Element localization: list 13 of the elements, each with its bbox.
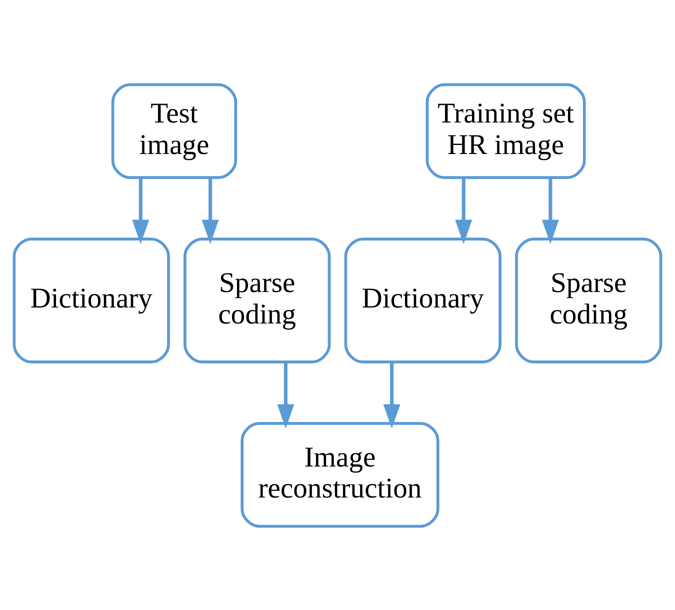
node-box: Dictionary <box>344 237 502 363</box>
arrow <box>277 361 294 428</box>
node-box: Dictionary <box>12 237 170 363</box>
node-box: Image reconstruction <box>240 421 440 528</box>
node-box: Sparse coding <box>184 237 331 363</box>
node-box: Sparse coding <box>515 237 662 363</box>
arrow <box>202 177 219 244</box>
node-box: Test image <box>111 82 238 179</box>
arrow <box>542 177 559 244</box>
arrow <box>455 177 472 244</box>
node-box: Training set HR image <box>426 82 586 179</box>
arrow <box>383 361 400 428</box>
arrow <box>132 177 150 244</box>
